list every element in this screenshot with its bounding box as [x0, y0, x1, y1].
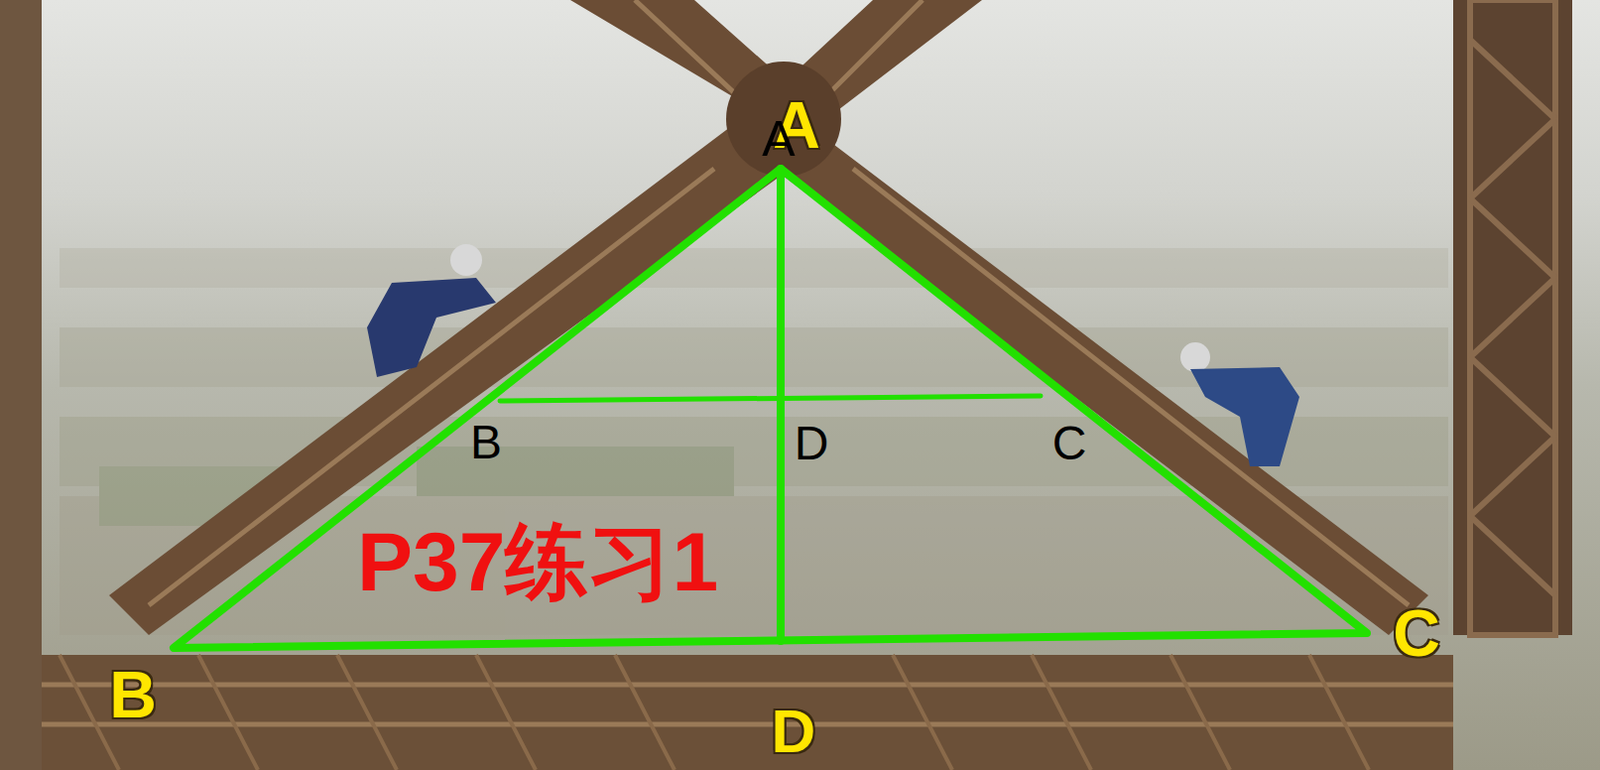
triangle-overlay — [173, 168, 1367, 648]
point-label: B — [470, 418, 502, 467]
point-label: D — [794, 419, 830, 468]
vertex-label: C — [1392, 600, 1441, 666]
vertex-label: A — [761, 114, 795, 164]
exercise-title: P37练习1 — [357, 519, 719, 604]
vertex-label: B — [109, 661, 157, 728]
worker — [1180, 342, 1300, 467]
worker — [367, 244, 496, 377]
point-label: C — [1052, 419, 1088, 468]
vertex-label: D — [771, 700, 817, 762]
right-tower — [1453, 0, 1573, 635]
left-structure — [0, 0, 42, 770]
bottom-lattice — [41, 654, 1454, 770]
